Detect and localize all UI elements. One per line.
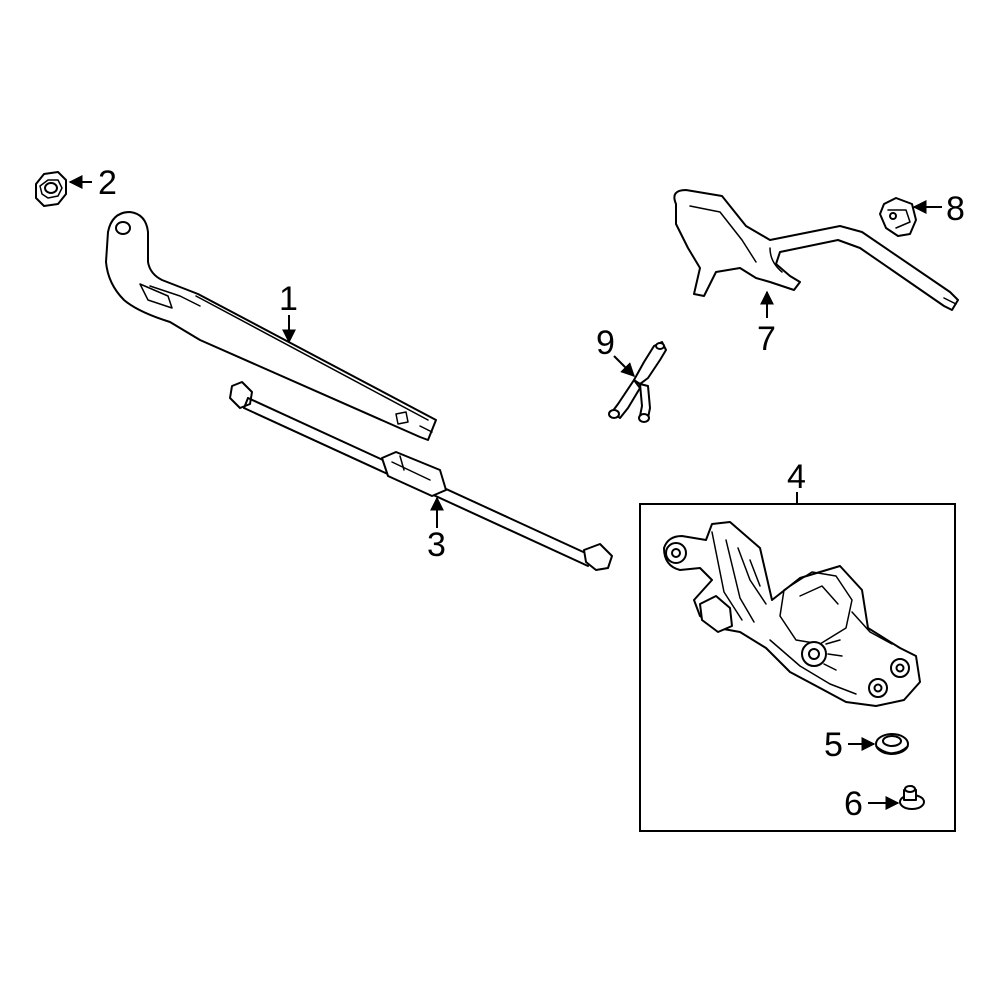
callout-number-1: 1 bbox=[279, 280, 298, 318]
callout-number-7: 7 bbox=[757, 320, 776, 358]
wiper-blade-part-3[interactable] bbox=[229, 381, 613, 571]
callout-number-2: 2 bbox=[98, 164, 117, 202]
callout-8: 8 bbox=[912, 190, 965, 228]
callout-7: 7 bbox=[757, 290, 776, 358]
callout-5: 5 bbox=[824, 726, 876, 764]
washer-hose-part-7[interactable] bbox=[673, 189, 959, 311]
callout-9: 9 bbox=[596, 324, 635, 377]
callout-number-8: 8 bbox=[946, 190, 965, 228]
wiper-arm-part-1[interactable] bbox=[105, 211, 437, 441]
callout-6: 6 bbox=[844, 785, 900, 823]
hose-connector-part-9[interactable] bbox=[608, 341, 667, 423]
stud-part-6[interactable] bbox=[899, 785, 925, 810]
callout-number-9: 9 bbox=[596, 324, 615, 362]
callout-number-3: 3 bbox=[427, 526, 446, 564]
callout-3: 3 bbox=[427, 496, 446, 564]
wiper-motor-part-4[interactable] bbox=[663, 521, 921, 707]
grommet-part-5[interactable] bbox=[875, 733, 909, 755]
clip-part-8[interactable] bbox=[879, 197, 917, 237]
callout-number-4: 4 bbox=[787, 458, 806, 496]
callout-number-6: 6 bbox=[844, 785, 863, 823]
nut-part-2[interactable] bbox=[35, 171, 67, 207]
callout-number-5: 5 bbox=[824, 726, 843, 764]
callout-1: 1 bbox=[279, 280, 298, 344]
callout-4: 4 bbox=[787, 458, 806, 504]
callout-2: 2 bbox=[68, 164, 117, 202]
